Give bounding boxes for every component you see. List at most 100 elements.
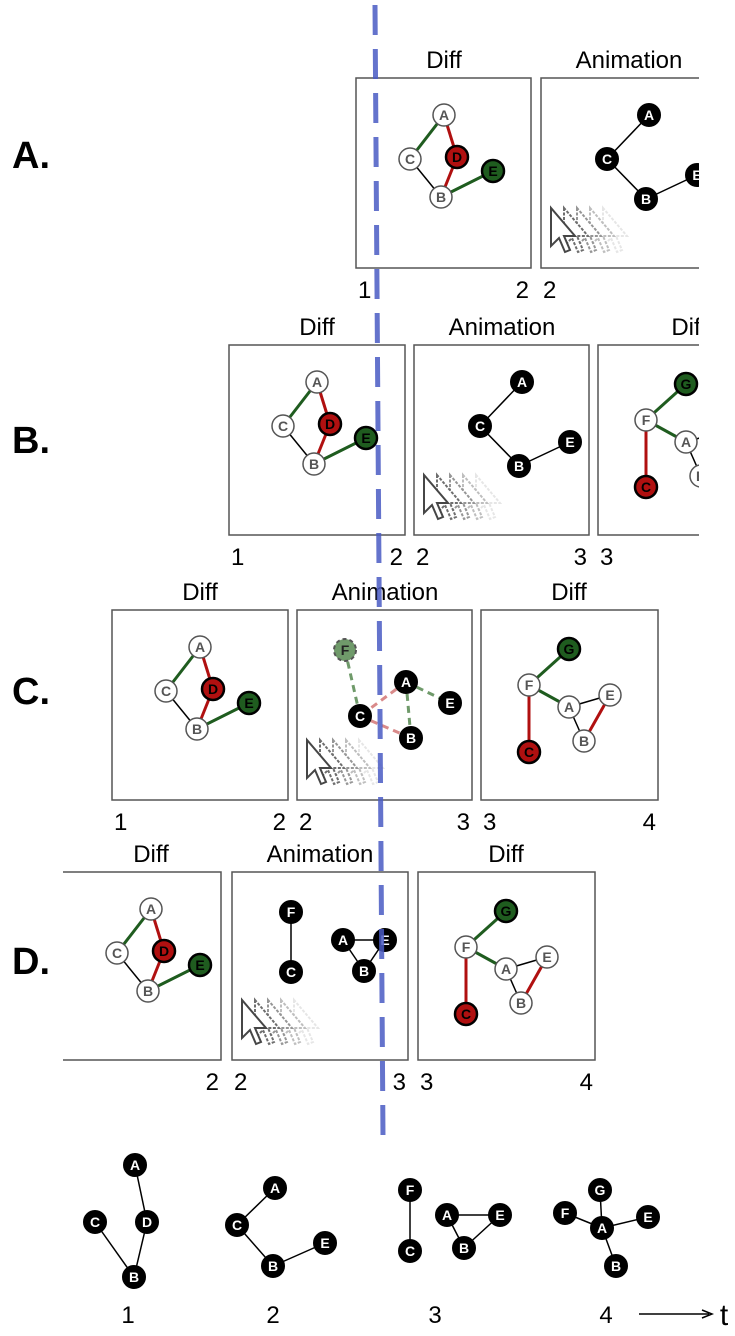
cursor-icon	[241, 997, 321, 1046]
node-circle	[488, 1203, 512, 1227]
node-circle	[135, 1210, 159, 1234]
node-circle	[279, 900, 303, 924]
node-label: A	[401, 674, 411, 690]
graph-node-C: C	[398, 147, 422, 171]
node-circle	[236, 690, 262, 716]
graph-node-E: E	[438, 691, 462, 715]
graph-node-B: B	[452, 1236, 476, 1260]
node-label: C	[405, 1243, 415, 1259]
graph-edge	[359, 680, 407, 718]
node-label: A	[517, 374, 527, 390]
node-label: B	[268, 1258, 278, 1274]
panel-title: Animation	[449, 314, 556, 341]
cursor-trail	[462, 472, 490, 521]
node-circle	[225, 1213, 249, 1237]
node-circle	[435, 1203, 459, 1227]
node-circle	[633, 474, 659, 500]
node-circle	[139, 897, 163, 921]
cursor-trail	[449, 472, 477, 521]
node-label: B	[359, 963, 369, 979]
node-circle	[352, 959, 376, 983]
graph-node-A: A	[123, 1153, 147, 1177]
cursor-trail	[319, 737, 347, 786]
graph-node-A: A	[263, 1176, 287, 1200]
graph-node-C: C	[348, 704, 372, 728]
node-label: C	[161, 683, 171, 699]
graph-node-E: E	[558, 430, 582, 454]
graph-node-A: A	[637, 103, 661, 127]
cursor-trail	[576, 205, 604, 254]
time-label-left: 1	[114, 809, 127, 836]
time-label-right: 3	[574, 544, 587, 571]
node-circle	[83, 1210, 107, 1234]
node-circle	[604, 1254, 628, 1278]
node-circle	[634, 187, 658, 211]
node-circle	[429, 185, 453, 209]
panel-title: Animation	[267, 841, 374, 868]
node-circle	[151, 938, 177, 964]
node-circle	[572, 729, 596, 753]
graph-node-F: F	[634, 408, 658, 432]
node-label: D	[159, 943, 169, 959]
node-label: C	[405, 151, 415, 167]
graph-node-C: C	[225, 1213, 249, 1237]
node-circle	[353, 425, 379, 451]
graph-node-C: C	[516, 739, 542, 765]
time-label-right: 4	[580, 1069, 593, 1096]
panel-frame	[413, 344, 590, 536]
graph-node-G: G	[588, 1178, 612, 1202]
node-circle	[535, 945, 559, 969]
node-circle	[305, 370, 329, 394]
node-label: A	[146, 901, 156, 917]
panel-title: Animation	[332, 579, 439, 606]
node-label: E	[542, 949, 551, 965]
node-label: C	[286, 964, 296, 980]
node-label: C	[355, 708, 365, 724]
graph-node-E: E	[488, 1203, 512, 1227]
node-label: A	[644, 107, 654, 123]
graph-node-A: A	[590, 1216, 614, 1240]
panel-title: Animation	[576, 47, 683, 74]
cursor-trail	[345, 737, 373, 786]
node-circle	[454, 935, 478, 959]
node-label: C	[475, 418, 485, 434]
node-label: B	[611, 1258, 621, 1274]
node-circle	[185, 717, 209, 741]
node-circle	[136, 979, 160, 1003]
node-label: B	[516, 995, 526, 1011]
node-label: F	[462, 939, 471, 955]
graph-node-A: A	[435, 1203, 459, 1227]
node-circle	[556, 636, 582, 662]
row-label-D: D.	[12, 941, 50, 983]
panel-title: Dif	[671, 314, 701, 341]
time-label-right: 3	[393, 1069, 406, 1096]
graph-node-D: D	[135, 1210, 159, 1234]
node-circle	[637, 103, 661, 127]
panel-frame	[111, 609, 289, 801]
node-label: B	[459, 1240, 469, 1256]
cursor-trail	[550, 205, 578, 254]
graph-node-C: C	[154, 679, 178, 703]
timeline-label-1: 1	[121, 1302, 134, 1329]
time-arrow-head-icon	[701, 1309, 715, 1319]
time-label-right: 2	[390, 544, 403, 571]
node-label: G	[564, 641, 575, 657]
time-label-right: 3	[457, 809, 470, 836]
graph-node-B: B	[122, 1265, 146, 1289]
node-circle	[279, 960, 303, 984]
node-label: B	[309, 456, 319, 472]
node-circle	[432, 103, 456, 127]
node-label: F	[642, 412, 651, 428]
graph-node-B: B	[507, 454, 531, 478]
node-label: F	[525, 677, 534, 693]
graph-node-A: A	[188, 635, 212, 659]
